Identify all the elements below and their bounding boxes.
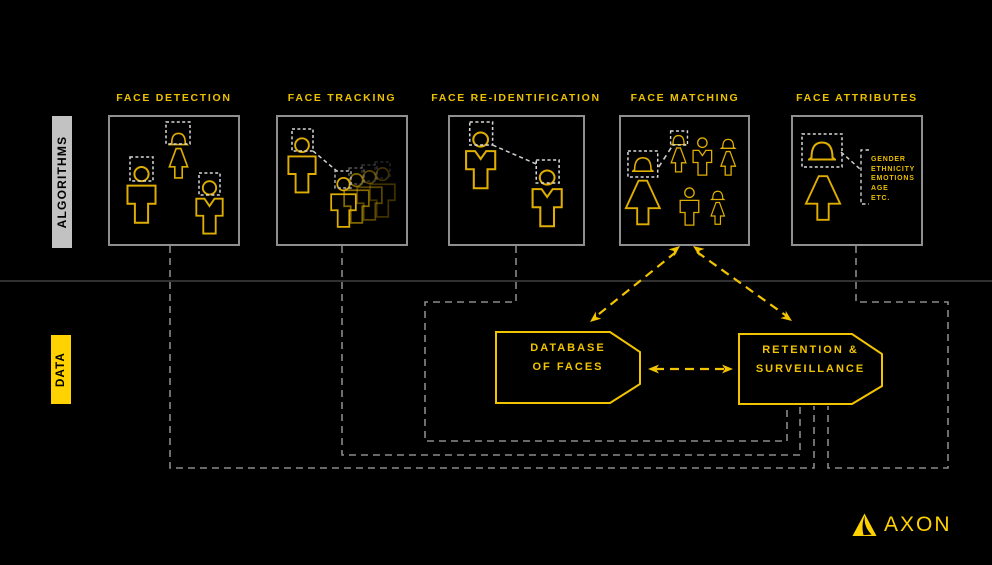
arrowheads bbox=[590, 246, 792, 374]
person-male-icon bbox=[692, 137, 713, 176]
route-face-attributes bbox=[827, 246, 949, 469]
attribute-item: GENDER bbox=[871, 156, 906, 163]
attributes-pointer-line bbox=[840, 151, 861, 170]
retention-surveillance-label: RETENTION & SURVEILLANCE bbox=[739, 341, 882, 379]
attribute-item: ETHNICITY bbox=[871, 165, 916, 173]
attribute-item: AGE bbox=[871, 185, 889, 193]
data-section-label: DATA bbox=[51, 335, 71, 404]
attributes-bracket bbox=[860, 149, 869, 205]
axon-wordmark: AXON bbox=[884, 513, 952, 536]
tracking-path-line bbox=[312, 150, 339, 173]
algo-box-face-re-identification bbox=[448, 115, 585, 246]
algorithms-section-label-text: ALGORITHMS bbox=[52, 116, 72, 248]
retention-label-line1: RETENTION & bbox=[762, 344, 859, 356]
title-face-matching: FACE MATCHING bbox=[630, 92, 740, 104]
attributes-list: GENDER ETHNICITY EMOTIONS AGE ETC. bbox=[871, 155, 915, 204]
axon-logo: AXON bbox=[852, 512, 952, 538]
attribute-item: EMOTIONS bbox=[871, 175, 915, 183]
face-detect-box bbox=[669, 130, 689, 146]
female-body-icon bbox=[624, 179, 661, 226]
algo-box-face-matching bbox=[619, 115, 750, 246]
face-detect-box bbox=[627, 150, 659, 178]
person-male-icon bbox=[287, 137, 317, 194]
re-identification-link-line bbox=[492, 144, 537, 165]
title-face-detection: FACE DETECTION bbox=[116, 92, 232, 104]
retention-label-line2: SURVEILLANCE bbox=[755, 363, 866, 375]
female-head-icon bbox=[808, 141, 836, 161]
person-male-icon bbox=[195, 180, 224, 235]
female-head-icon bbox=[631, 156, 654, 173]
algo-box-face-detection bbox=[108, 115, 240, 246]
face-detect-box bbox=[801, 133, 843, 168]
database-of-faces-label: DATABASE OF FACES bbox=[496, 339, 640, 377]
database-of-faces-shape bbox=[495, 331, 641, 404]
match-link-line bbox=[658, 143, 675, 168]
person-male-icon bbox=[126, 165, 157, 224]
title-face-re-identification: FACE RE-IDENTIFICATION bbox=[431, 92, 601, 104]
algo-box-face-attributes bbox=[791, 115, 923, 246]
axon-delta-icon bbox=[852, 513, 877, 537]
route-face-detection bbox=[169, 246, 815, 469]
tracked-figure-trail bbox=[330, 161, 396, 229]
route-face-re-identification bbox=[424, 246, 788, 442]
database-label-line2: OF FACES bbox=[532, 361, 604, 373]
female-body-icon bbox=[804, 174, 842, 222]
data-section-label-text: DATA bbox=[51, 335, 71, 404]
database-label-line1: DATABASE bbox=[530, 342, 606, 354]
title-face-attributes: FACE ATTRIBUTES bbox=[796, 92, 918, 104]
person-female-icon bbox=[670, 134, 687, 173]
person-female-icon bbox=[720, 138, 737, 176]
person-male-icon bbox=[679, 187, 700, 226]
route-face-tracking bbox=[341, 246, 801, 456]
person-female-icon bbox=[710, 190, 726, 225]
arrow-matching-to-database bbox=[593, 251, 677, 319]
face-detect-boxes bbox=[468, 121, 560, 184]
retention-surveillance-shape bbox=[738, 333, 883, 405]
person-female-icon bbox=[168, 132, 189, 180]
title-face-tracking: FACE TRACKING bbox=[287, 92, 397, 104]
arrow-matching-to-retention bbox=[696, 251, 789, 318]
face-detect-boxes bbox=[129, 121, 221, 196]
algorithms-section-label: ALGORITHMS bbox=[52, 116, 72, 248]
attribute-item: ETC. bbox=[871, 194, 891, 202]
algo-box-face-tracking bbox=[276, 115, 408, 246]
